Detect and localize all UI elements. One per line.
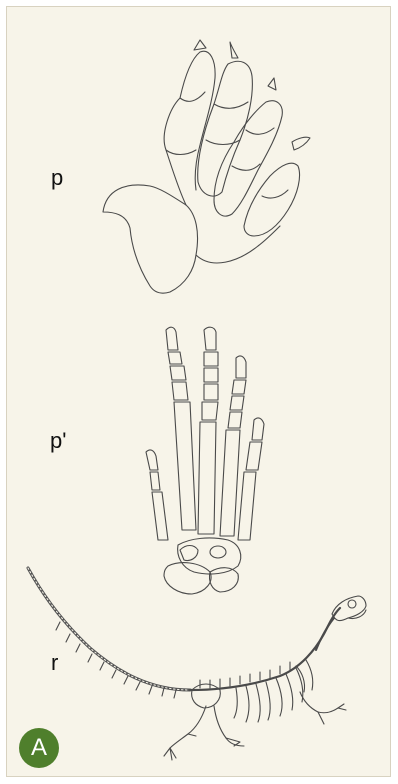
panel-badge: A [19, 728, 59, 768]
